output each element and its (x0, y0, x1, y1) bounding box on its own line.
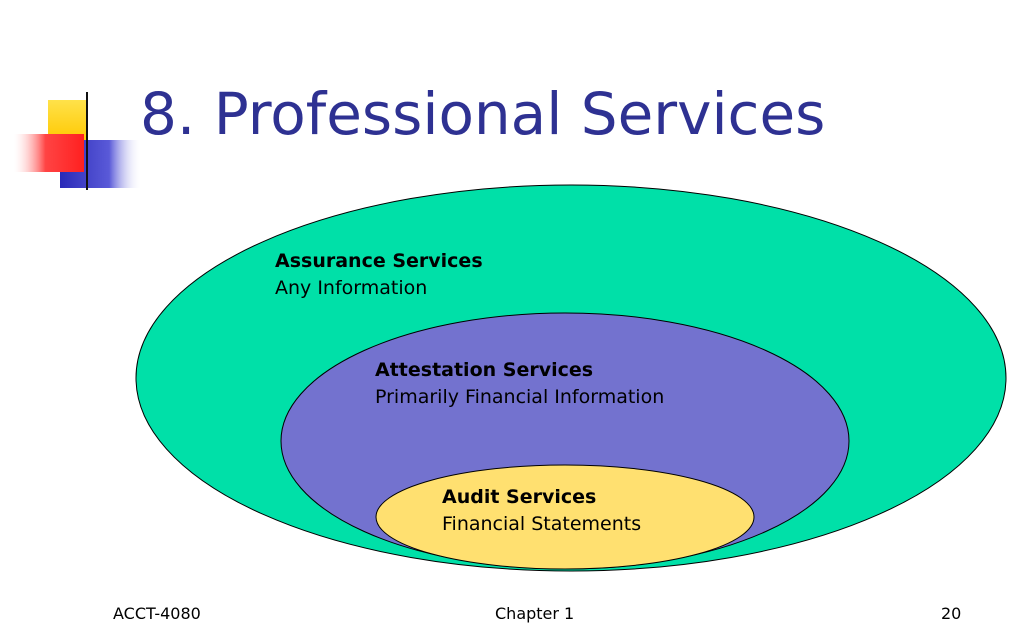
assurance-subtitle: Any Information (275, 277, 428, 299)
attestation-label: Attestation Services Primarily Financial… (375, 357, 664, 411)
title-decoration (14, 92, 960, 190)
footer-chapter: Chapter 1 (495, 604, 575, 623)
audit-ellipse (375, 464, 755, 570)
attestation-heading: Attestation Services (375, 359, 594, 381)
audit-subtitle: Financial Statements (442, 513, 642, 535)
attestation-subtitle: Primarily Financial Information (375, 386, 665, 408)
deco-red-bar (14, 134, 84, 172)
audit-label: Audit Services Financial Statements (442, 484, 641, 538)
audit-heading: Audit Services (442, 486, 597, 508)
slide-title: 8. Professional Services (140, 80, 826, 148)
footer-course: ACCT-4080 (113, 604, 201, 623)
assurance-label: Assurance Services Any Information (275, 248, 483, 302)
footer-page-number: 20 (941, 604, 962, 623)
assurance-heading: Assurance Services (275, 250, 483, 272)
